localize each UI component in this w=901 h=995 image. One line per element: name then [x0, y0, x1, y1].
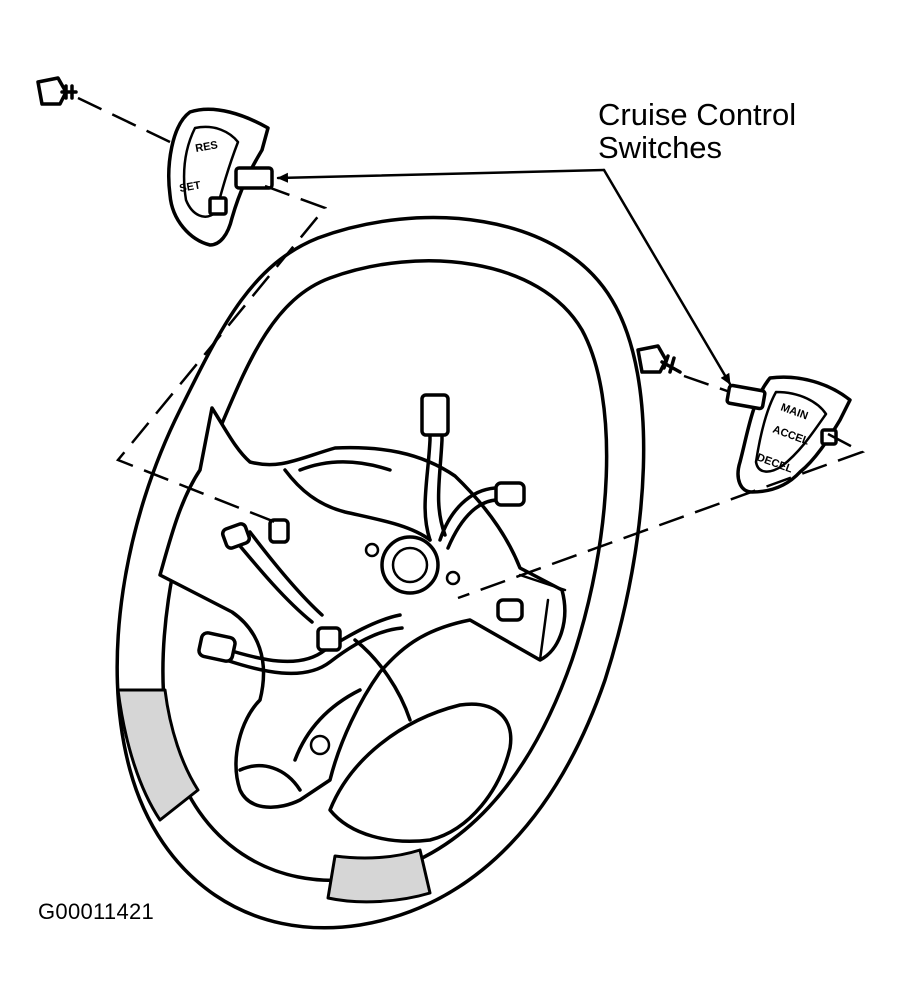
left-screw — [36, 76, 78, 106]
right-screw — [636, 344, 682, 374]
cruise-control-switches-callout: Cruise Control Switches — [598, 98, 796, 164]
figure-id-label: G00011421 — [38, 899, 155, 924]
wiring-harness — [197, 393, 526, 676]
left-cruise-switch: RES SET — [167, 107, 274, 247]
steering-wheel-hub — [158, 406, 567, 843]
right-cruise-switch: MAIN ACCEL DECEL — [725, 375, 852, 494]
alignment-dashed-lines — [77, 96, 866, 600]
callout-line-1: Cruise Control — [598, 97, 797, 132]
left-switch-set-label: SET — [178, 179, 201, 195]
callout-line-2: Switches — [598, 130, 723, 165]
left-switch-res-label: RES — [194, 139, 218, 155]
rim-grip-shading — [116, 688, 432, 904]
callout-leader-arrows — [276, 168, 732, 386]
